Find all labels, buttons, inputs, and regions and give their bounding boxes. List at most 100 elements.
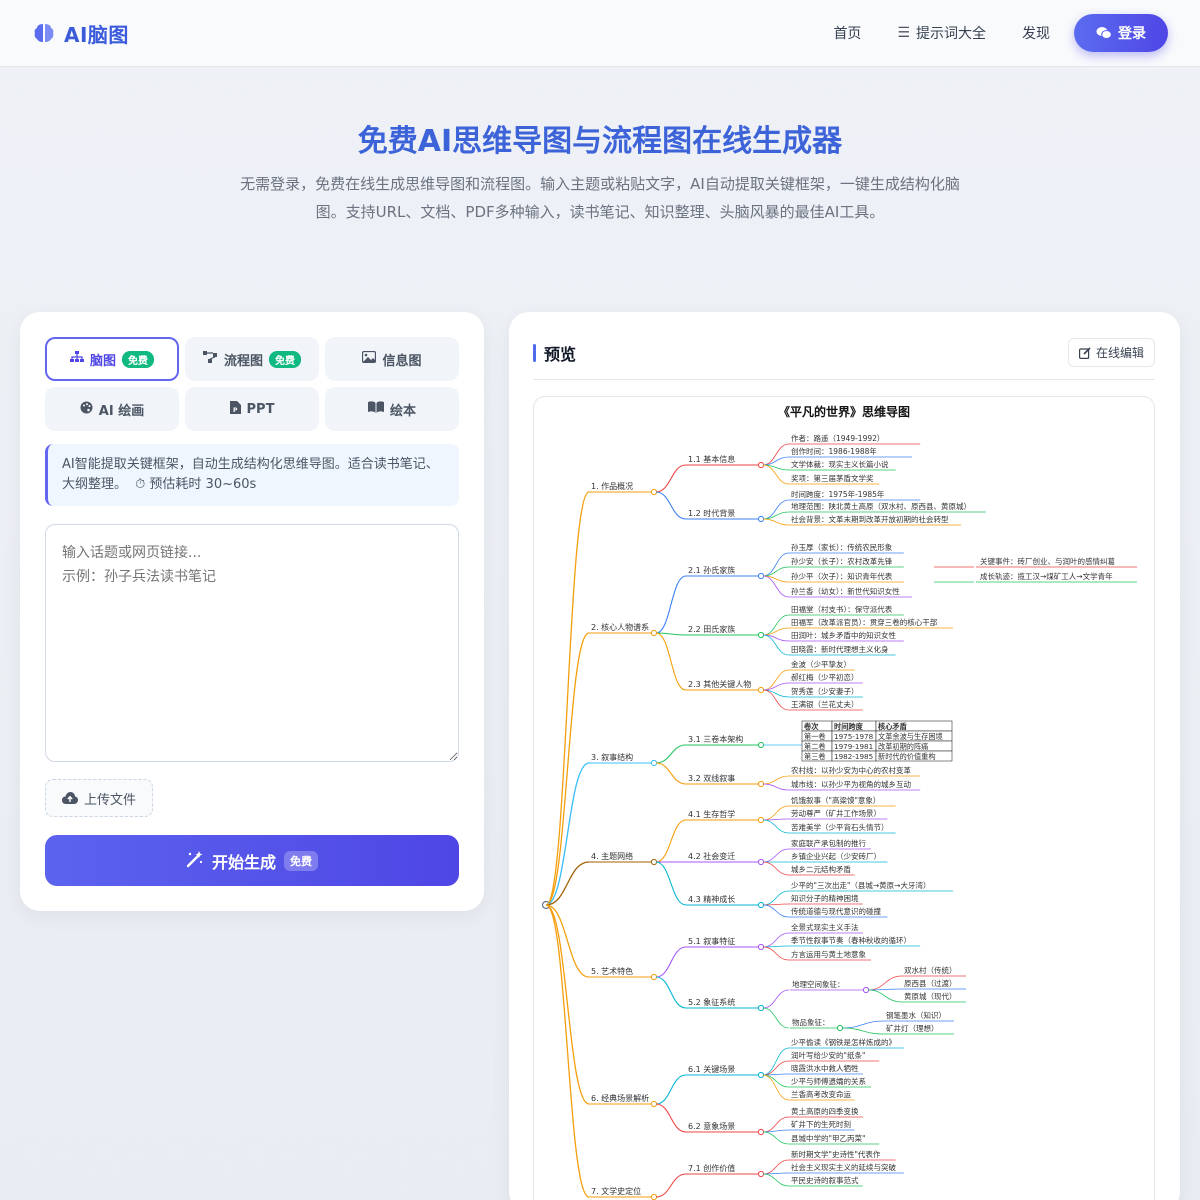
mindmap-node-dot [836,1024,844,1032]
mindmap-connector [762,848,790,863]
mindmap-sub-label: 7.1 创作价值 [688,1163,735,1173]
preview-header: 预览 在线编辑 [533,336,1155,380]
mindmap-node-dot [650,973,658,981]
tab-infographic-label: 信息图 [382,353,422,369]
mindmap-connector [545,904,590,978]
mindmap-leaf-label: 社会背景：文革末期到改革开放初期的社会转型 [791,514,949,524]
mindmap-node-dot [757,816,765,824]
brand[interactable]: AI脑图 [32,19,129,48]
mindmap-leaf-label: 黄原城（现代） [904,991,957,1001]
free-badge: 免费 [122,350,154,368]
tab-flowchart[interactable]: 流程图 免费 [185,337,319,381]
mindmap-leaf-label: 县城中学的"甲乙丙菜" [791,1133,865,1143]
mindmap-connector [762,634,790,656]
generate-label: 开始生成 [211,852,276,872]
mindmap-sub-label: 5.2 象征系统 [688,997,735,1007]
tab-ppt[interactable]: P PPT [185,387,319,431]
table-cell-text: 第二卷 [804,742,826,751]
svg-text:P: P [233,407,238,414]
mindmap-connector [655,744,687,764]
mindmap-sub-label: 4.1 生存哲学 [688,809,735,819]
sitemap-icon [69,351,84,367]
nav-discover[interactable]: 发现 [1022,26,1050,42]
login-button[interactable]: 登录 [1074,14,1168,52]
mindmap-node-dot [757,1071,765,1079]
mindmap-connector [762,1129,790,1133]
mindmap-branch-label: 1. 作品概况 [591,481,633,491]
mode-description-text: AI智能提取关键框架，自动生成结构化思维导图。适合读书笔记、大纲整理。 [62,457,439,492]
mindmap-node-dot [757,515,765,523]
mindmap-leaf-label: 物品象征： [792,1017,830,1027]
mindmap-leaf-label: 孙少安（长子）：农村改革先锋 [791,556,893,566]
mindmap-leaf-label: 时间跨度：1975年-1985年 [791,489,885,499]
mindmap-leaf-label: 田福堂（村支书）：保守派代表 [791,604,893,614]
mindmap-sub-label: 2.3 其他关键人物 [688,679,751,689]
mindmap-leaf-label: 文学体裁：现实主义长篇小说 [791,459,889,469]
mindmap-leaf-label: 少平的"三次出走"（县城→黄原→大牙湾） [791,880,930,890]
mindmap-connector [762,518,790,526]
mindmap-connector [545,762,590,906]
mindmap-sub-label: 4.2 社会变迁 [688,851,735,861]
generate-button[interactable]: 开始生成 免费 [45,835,459,886]
upload-file-label: 上传文件 [83,792,136,808]
mindmap-connector [762,1060,790,1076]
tab-picture-book[interactable]: 绘本 [325,387,459,431]
mindmap-branch-label: 5. 艺术特色 [591,966,633,976]
table-cell-text: 1982-1985 [834,752,873,761]
online-edit-button[interactable]: 在线编辑 [1067,338,1155,367]
mindmap-node-dot [757,780,765,788]
mindmap-node-dot [757,631,765,639]
mindmap-connector [762,1074,790,1088]
topic-input[interactable] [45,524,459,762]
mindmap-leaf-label: 季节性叙事节奏（春种秋收的循环） [791,935,911,945]
mindmap-connector [762,552,790,577]
mindmap-connector [762,1173,790,1187]
mindmap-connector [655,946,687,978]
main-nav: 首页 ☰ 提示词大全 发现 登录 [833,14,1168,52]
mindmap-sub-label: 6.1 关键场景 [688,1064,735,1074]
mindmap-leaf-label: 王满银（兰花丈夫） [791,699,859,709]
table-header-cell: 卷次 [803,722,819,731]
mindmap-node-dot [757,901,765,909]
mindmap-leaf-label: 农村线：以孙少安为中心的农村变革 [791,765,911,775]
mindmap-branch-label: 3. 叙事结构 [591,752,633,762]
mindmap-leaf-label: 黄土高原的四季变换 [791,1106,859,1116]
mindmap-leaf-label: 关键事件：砖厂创业、与润叶的感情纠葛 [980,556,1115,566]
mindmap-branch-label: 7. 文学史定位 [591,1186,641,1196]
mindmap-leaf-label: 原西县（过渡） [904,978,957,988]
preview-title: 预览 [544,344,577,364]
table-cell-text: 改革初期的阵痛 [878,742,928,751]
mindmap-leaf-label: 田润叶：城乡矛盾中的知识女性 [791,630,896,640]
mindmap-node-dot [650,488,658,496]
tab-ai-painting[interactable]: AI 绘画 [45,387,179,431]
mindmap-sub-label: 4.3 精神成长 [688,894,735,904]
mindmap-node-dot [862,986,870,994]
mindmap-node-dot [757,943,765,951]
nav-prompts[interactable]: ☰ 提示词大全 [897,23,986,43]
mindmap-connector [655,632,687,636]
free-badge: 免费 [269,350,301,368]
mindmap-leaf-label: 传统道德与现代意识的碰撞 [791,906,881,916]
tab-infographic[interactable]: 信息图 [325,337,459,381]
accent-bar [533,343,536,362]
tab-mindmap[interactable]: 脑图 免费 [45,337,179,381]
mindmap-leaf-label: 郝红梅（少平初恋） [791,672,859,682]
table-cell-text: 文革余波与生存困境 [878,732,943,741]
upload-file-button[interactable]: 上传文件 [45,779,153,817]
mindmap-node-dot [757,1004,765,1012]
mindmap-leaf-label: 新时期文学"史诗性"代表作 [791,1149,881,1159]
mindmap-connector [655,632,687,691]
mindmap-leaf-label: 金波（少平挚友） [791,659,851,669]
list-icon: ☰ [897,25,910,41]
edit-icon [1078,346,1091,359]
mindmap-connector [655,1173,687,1198]
mindmap-connector [762,566,790,577]
table-header-cell: 时间跨度 [834,722,864,731]
mindmap-connector [867,975,903,991]
nav-home[interactable]: 首页 [833,26,862,42]
mindmap-node-dot [757,1128,765,1136]
mindmap-leaf-label: 润叶写给少安的"纸条" [791,1050,865,1060]
mindmap-node-dot [757,858,765,866]
mindmap-connector [762,775,790,785]
